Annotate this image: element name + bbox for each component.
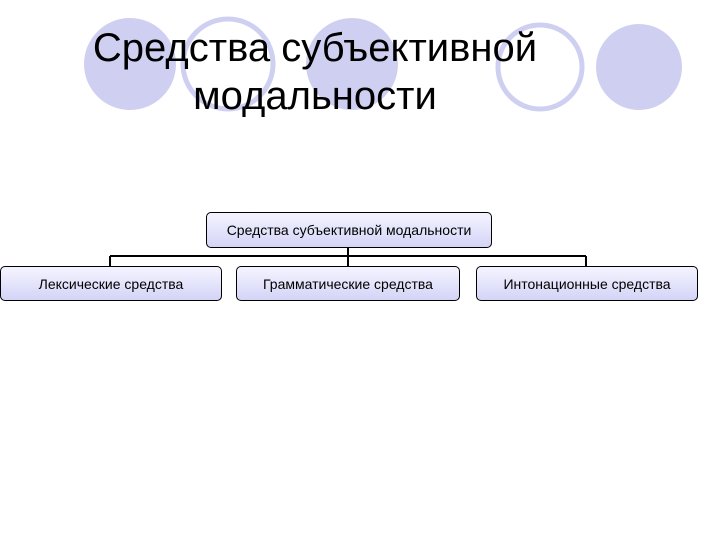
connector-lines xyxy=(109,248,587,266)
slide-title: Средства субъективной модальности xyxy=(60,24,570,120)
child-node-intonational: Интонационные средства xyxy=(476,266,698,301)
slide-title-line-1: Средства субъективной xyxy=(92,26,538,70)
root-node: Средства субъективной модальности xyxy=(206,212,492,248)
slide-title-line-2: модальности xyxy=(193,74,437,118)
deco-circle-4 xyxy=(495,22,585,112)
deco-circle-1 xyxy=(84,18,176,110)
child-node-grammatical: Грамматические средства xyxy=(236,266,460,301)
deco-circle-2 xyxy=(180,16,276,112)
child-node-lexical: Лексические средства xyxy=(0,266,222,301)
deco-circle-3 xyxy=(306,18,398,110)
deco-circle-5 xyxy=(596,24,682,110)
